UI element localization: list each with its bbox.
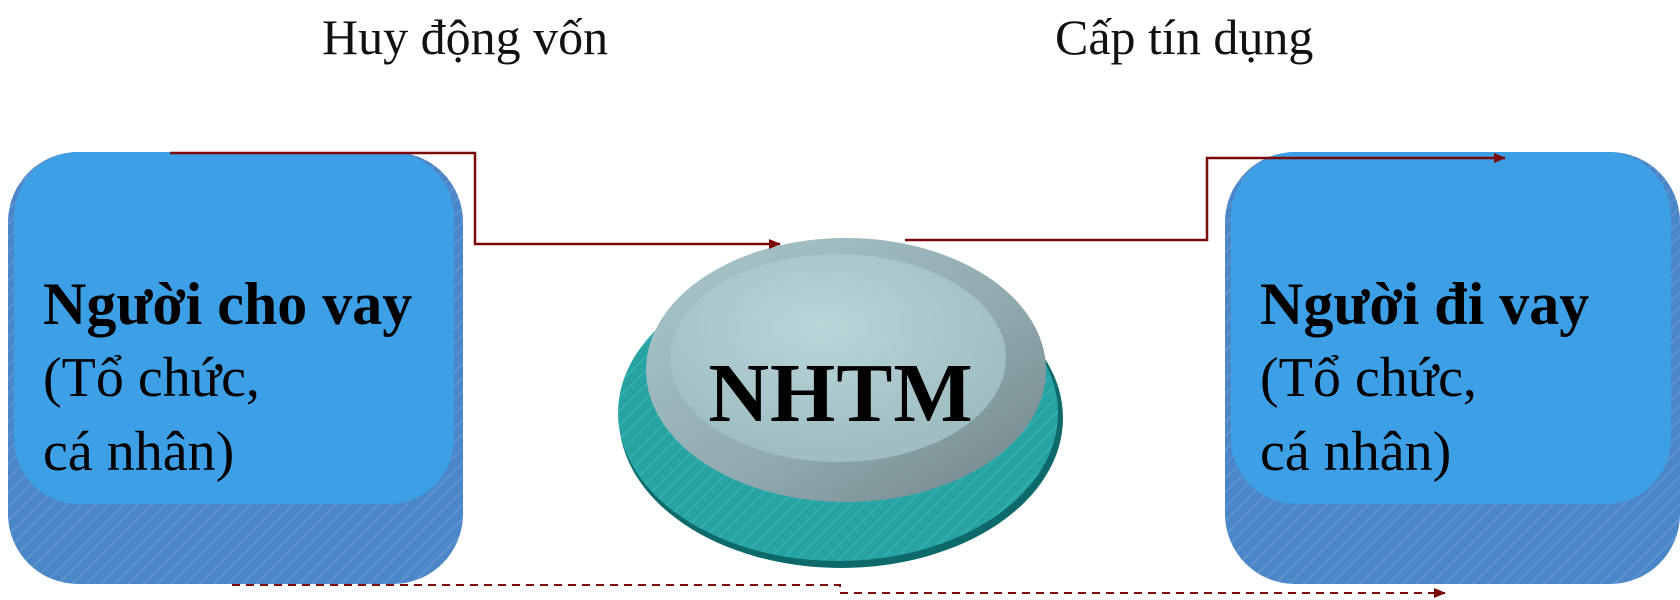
lender-type-line1: (Tổ chức,	[43, 347, 260, 409]
bank-disc-graphic	[618, 238, 1063, 568]
lender-text: Người cho vay (Tổ chức, cá nhân)	[43, 267, 412, 489]
bank-top-highlight	[670, 254, 1006, 462]
bank-node: NHTM	[616, 230, 1066, 570]
lender-box-face	[14, 152, 454, 504]
lender-type-line2: cá nhân)	[43, 421, 235, 483]
mobilize-label: Huy động vốn	[322, 9, 609, 65]
lender-name: Người cho vay	[43, 271, 413, 337]
lender-box: Người cho vay (Tổ chức, cá nhân)	[8, 152, 463, 584]
borrower-box: Người đi vay (Tổ chức, cá nhân)	[1225, 152, 1680, 584]
borrower-name: Người đi vay	[1260, 271, 1590, 337]
credit-arrow	[905, 153, 1506, 242]
borrower-box-face	[1231, 152, 1671, 504]
bank-title: NHTM	[708, 347, 974, 440]
return-dashed-arrow	[232, 584, 1446, 598]
borrower-text: Người đi vay (Tổ chức, cá nhân)	[1260, 267, 1589, 489]
borrower-type-line2: cá nhân)	[1260, 421, 1452, 483]
credit-label: Cấp tín dụng	[1055, 9, 1314, 65]
mobilize-arrow	[170, 151, 781, 249]
borrower-type-line1: (Tổ chức,	[1260, 347, 1477, 409]
